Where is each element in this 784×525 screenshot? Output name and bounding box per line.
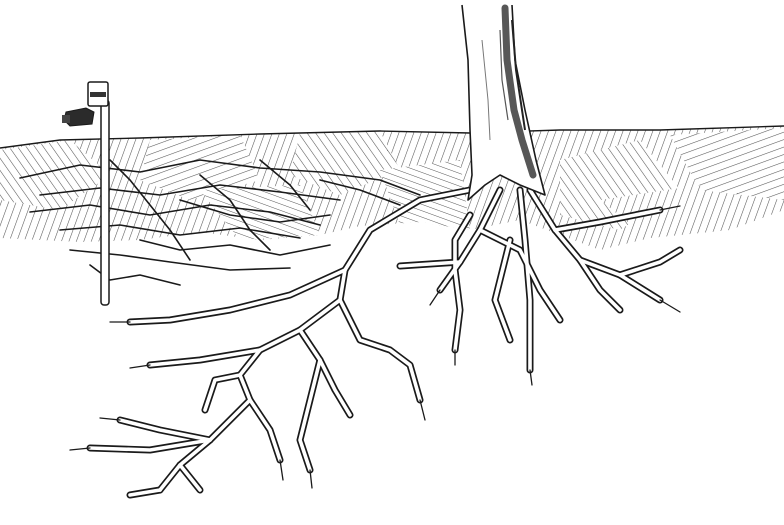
tree-trunk [462, 5, 545, 200]
probe-shaft [101, 100, 109, 305]
